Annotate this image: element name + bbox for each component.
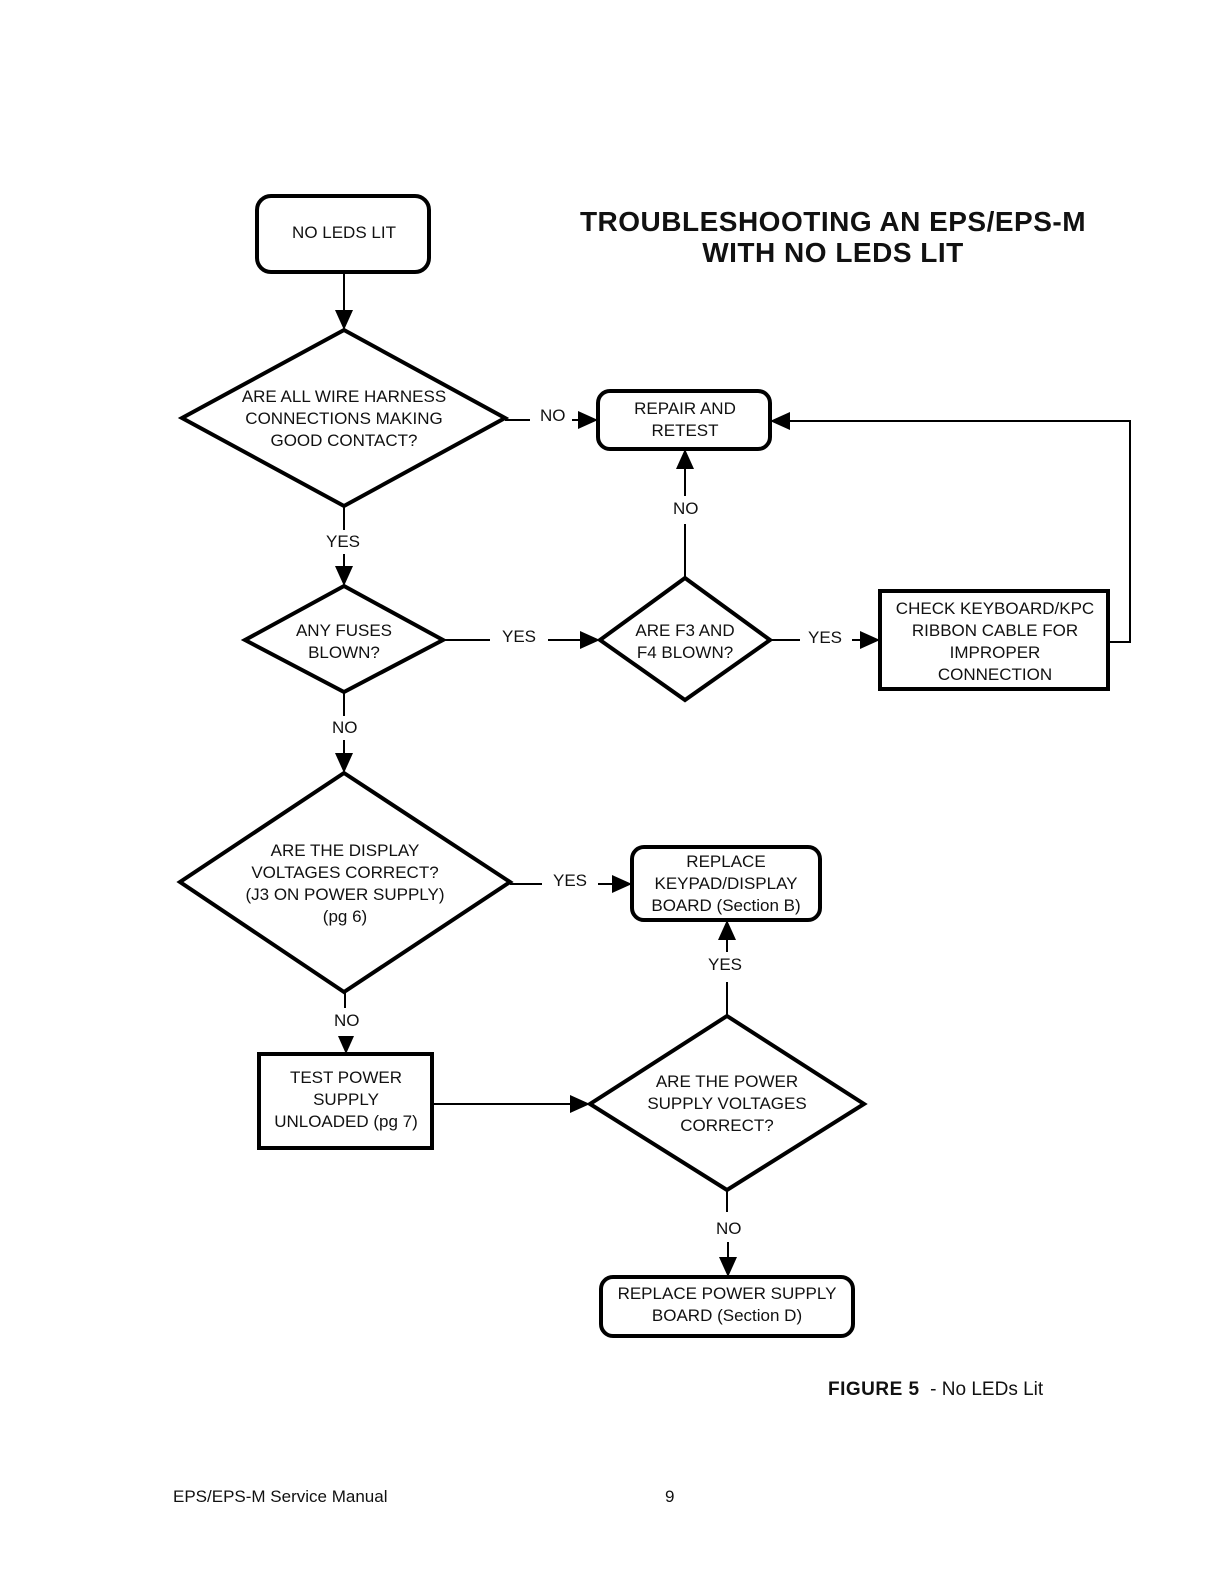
- edge-label-power-no: NO: [716, 1219, 742, 1238]
- arrowhead: [335, 310, 353, 330]
- arrowhead: [335, 753, 353, 773]
- figure-caption: FIGURE 5 - No LEDs Lit: [828, 1379, 1043, 1401]
- arrowhead: [578, 411, 598, 429]
- arrowhead: [719, 1257, 737, 1277]
- page-title: TROUBLESHOOTING AN EPS/EPS-M WITH NO LED…: [580, 206, 1086, 268]
- arrowhead: [612, 875, 632, 893]
- arrowhead: [860, 631, 880, 649]
- edge-label-f3f4-no: NO: [673, 499, 699, 518]
- node-display-text: ARE THE DISPLAY VOLTAGES CORRECT? (J3 ON…: [245, 841, 445, 926]
- node-ribbon-text: CHECK KEYBOARD/KPC RIBBON CABLE FOR IMPR…: [895, 599, 1095, 684]
- node-f3f4-diamond: [596, 575, 774, 703]
- node-f3f4-text: ARE F3 AND F4 BLOWN?: [635, 621, 735, 662]
- node-fuses-text: ANY FUSES BLOWN?: [295, 621, 393, 662]
- figure-text: - No LEDs Lit: [919, 1379, 1044, 1400]
- arrowhead: [770, 412, 790, 430]
- edge-label-display-yes: YES: [553, 871, 588, 890]
- node-keypad-text: REPLACE KEYPAD/DISPLAY BOARD (Section B): [651, 852, 801, 915]
- arrowhead: [335, 566, 353, 586]
- title-line-2: WITH NO LEDS LIT: [702, 237, 964, 268]
- arrowhead: [570, 1095, 590, 1113]
- edge-ribbon-repair: [782, 420, 1131, 643]
- edge-label-display-no: NO: [334, 1011, 360, 1030]
- arrowhead: [676, 449, 694, 469]
- node-repair-text: REPAIR AND RETEST: [634, 399, 736, 440]
- title-line-1: TROUBLESHOOTING AN EPS/EPS-M: [579, 206, 1087, 237]
- node-start-text: NO LEDS LIT: [292, 223, 396, 242]
- edge-label-f3f4-yes: YES: [808, 628, 843, 647]
- arrowhead: [718, 920, 736, 940]
- node-keypad-box: [630, 845, 822, 922]
- figure-number: FIGURE 5: [828, 1379, 920, 1400]
- node-replacepower-box: [599, 1275, 855, 1338]
- node-testpower-box: [257, 1052, 434, 1150]
- node-harness-text: ARE ALL WIRE HARNESS CONNECTIONS MAKING …: [241, 387, 447, 450]
- footer-page-number: 9: [665, 1487, 675, 1506]
- edge-label-harness-no: NO: [540, 406, 566, 425]
- node-ribbon-box: [878, 589, 1110, 691]
- node-testpower-text: TEST POWER SUPPLY UNLOADED (pg 7): [274, 1068, 418, 1131]
- edge-label-harness-yes: YES: [326, 532, 361, 551]
- footer-manual-title: EPS/EPS-M Service Manual: [173, 1487, 388, 1506]
- node-replacepower-text: REPLACE POWER SUPPLY BOARD (Section D): [617, 1284, 837, 1325]
- node-power-text: ARE THE POWER SUPPLY VOLTAGES CORRECT?: [647, 1072, 807, 1135]
- edge-label-fuses-no: NO: [332, 718, 358, 737]
- arrowhead: [338, 1036, 354, 1054]
- edge-label-power-yes: YES: [708, 955, 743, 974]
- arrowhead: [580, 631, 600, 649]
- edge-label-fuses-yes: YES: [502, 627, 537, 646]
